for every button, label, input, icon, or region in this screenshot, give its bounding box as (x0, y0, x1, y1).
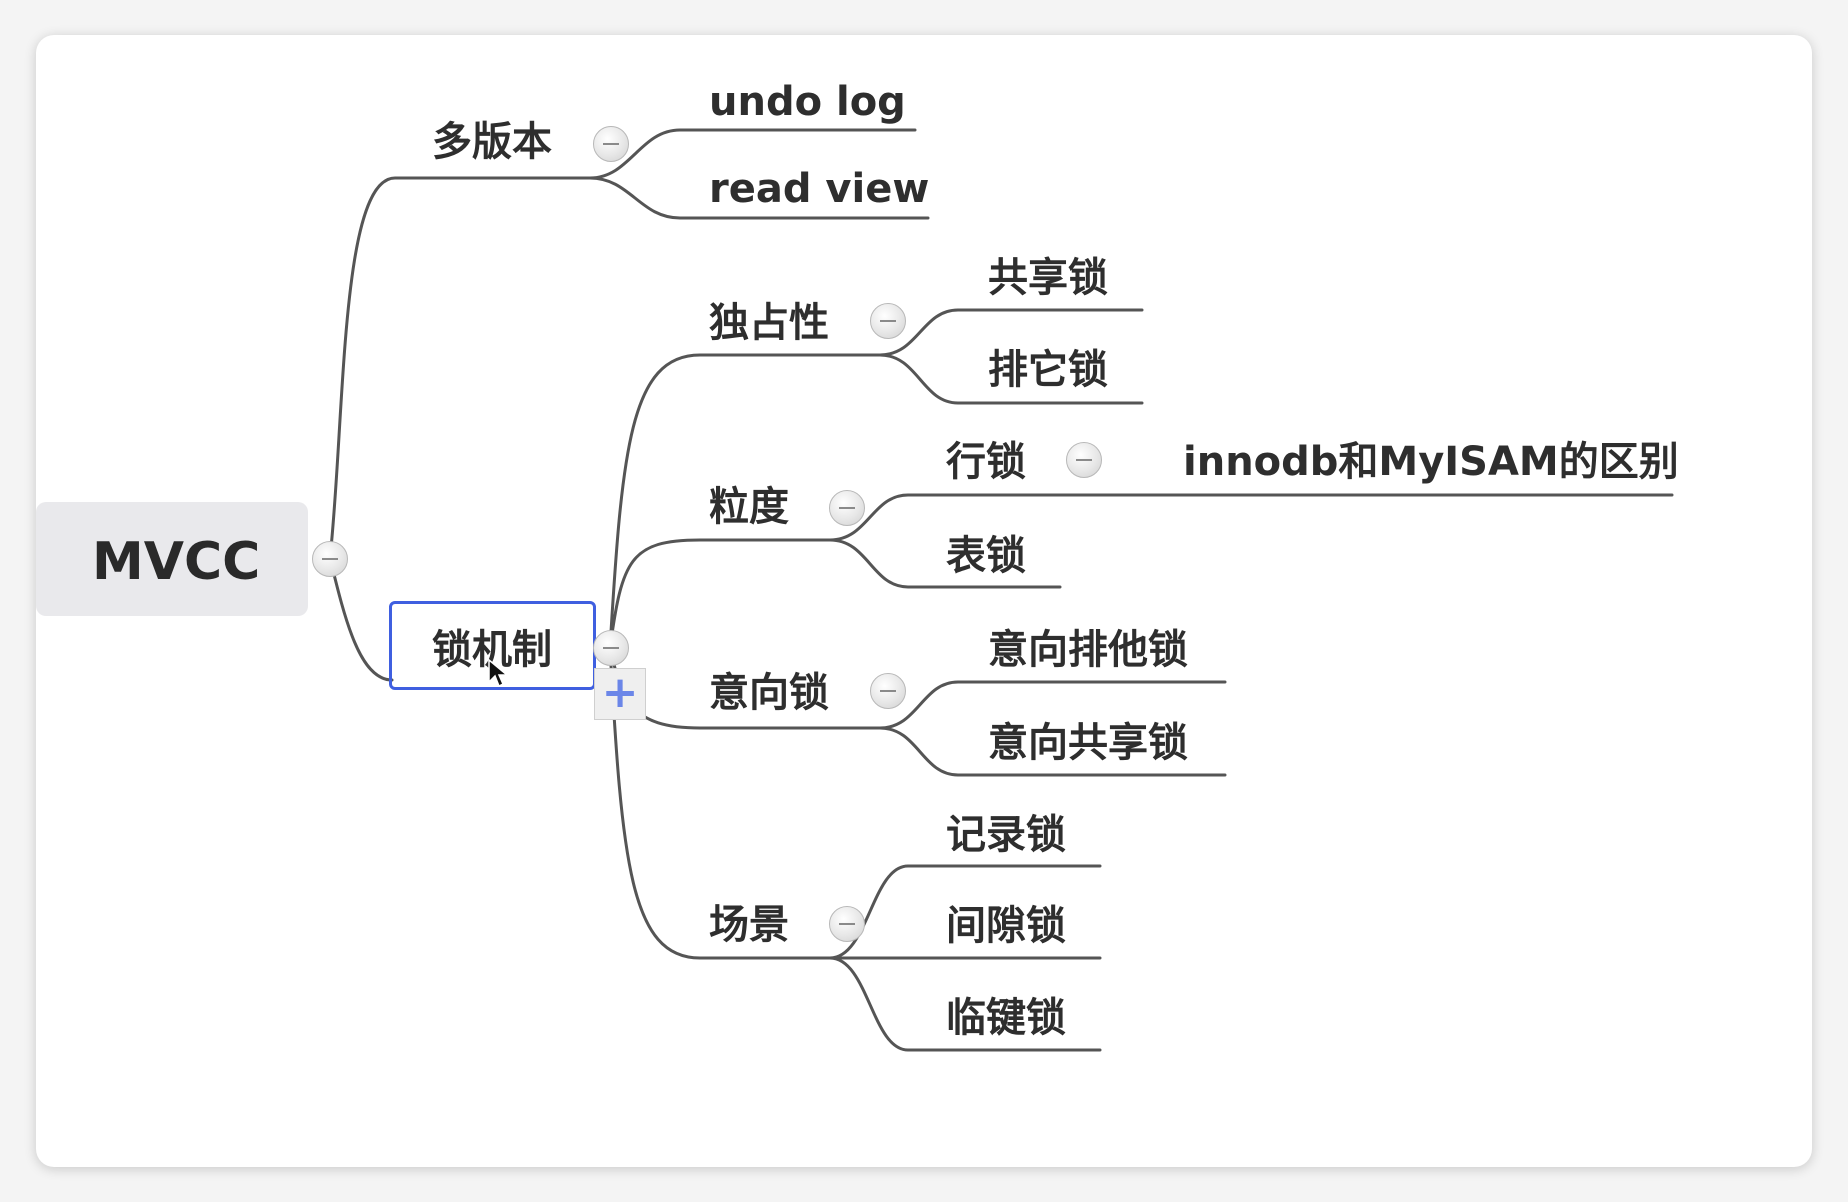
connector-undo-log (588, 128, 917, 180)
node-exclusive-lock[interactable]: 排它锁 (988, 347, 1108, 393)
mouse-pointer-icon (488, 658, 509, 688)
node-intention-exclusive-lock[interactable]: 意向排他锁 (988, 627, 1188, 673)
node-undo-log[interactable]: undo log (709, 79, 906, 125)
connector-scenario (608, 646, 832, 960)
collapse-exclusivity-icon[interactable] (870, 303, 906, 339)
collapse-scenario-icon[interactable] (829, 906, 865, 942)
connector-root-multiversion (328, 176, 592, 560)
connector-exclusive-lock (878, 353, 1144, 405)
node-granularity[interactable]: 粒度 (709, 484, 789, 530)
connector-read-view (588, 176, 930, 220)
node-gap-lock[interactable]: 间隙锁 (946, 903, 1066, 949)
connector-granularity (608, 538, 832, 650)
node-multi-version[interactable]: 多版本 (432, 119, 552, 165)
node-read-view[interactable]: read view (709, 166, 930, 212)
connector-table-lock (828, 538, 1062, 589)
collapse-granularity-icon[interactable] (829, 490, 865, 526)
plus-icon: + (601, 667, 639, 718)
node-record-lock[interactable]: 记录锁 (946, 812, 1066, 858)
node-exclusivity[interactable]: 独占性 (709, 300, 829, 346)
connector-shared-lock (878, 308, 1144, 357)
node-shared-lock[interactable]: 共享锁 (988, 255, 1108, 301)
collapse-intention-lock-icon[interactable] (870, 673, 906, 709)
connector-record-lock (828, 864, 1102, 960)
node-intention-lock[interactable]: 意向锁 (709, 670, 829, 716)
root-node-label: MVCC (92, 532, 261, 592)
node-table-lock[interactable]: 表锁 (946, 533, 1026, 579)
connector-root-lock (328, 556, 394, 682)
canvas-sheet (36, 35, 1812, 1167)
connector-intention-shared (878, 726, 1227, 777)
connector-intention-exclusive (878, 680, 1227, 730)
node-scenario[interactable]: 场景 (709, 902, 789, 948)
node-row-lock[interactable]: 行锁 (946, 439, 1026, 485)
node-intention-shared-lock[interactable]: 意向共享锁 (988, 720, 1188, 766)
root-node[interactable] (36, 502, 308, 616)
node-next-key-lock[interactable]: 临键锁 (946, 995, 1066, 1041)
node-innodb-vs-myisam[interactable]: innodb和MyISAM的区别 (1183, 439, 1679, 485)
connector-exclusivity (608, 353, 882, 650)
collapse-root-toggle-icon[interactable] (312, 541, 348, 577)
connector-row-lock (828, 493, 1674, 542)
connector-next-key-lock (828, 956, 1102, 1052)
collapse-lock-mechanism-icon[interactable] (593, 630, 629, 666)
add-child-button[interactable]: + (594, 668, 646, 720)
collapse-row-lock-icon[interactable] (1066, 442, 1102, 478)
collapse-multi-version-icon[interactable] (593, 126, 629, 162)
